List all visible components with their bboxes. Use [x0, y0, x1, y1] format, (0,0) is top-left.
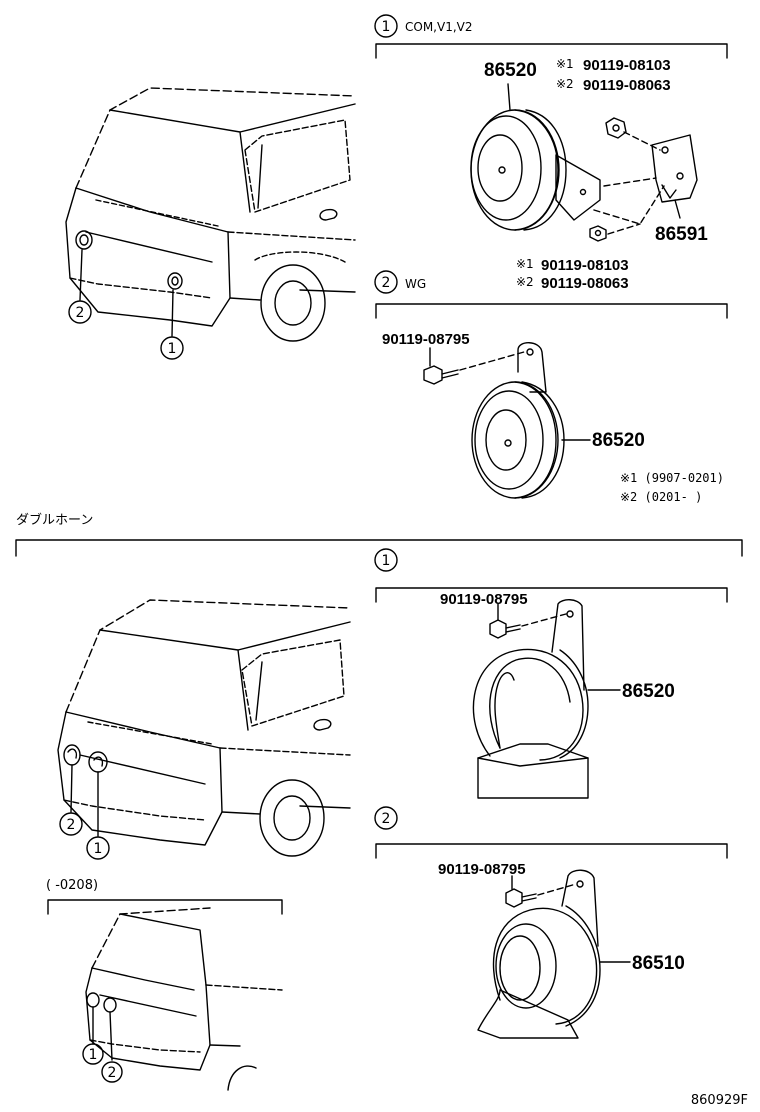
van-callout-1: 1: [168, 341, 177, 357]
variant-1-label: COM,V1,V2: [405, 20, 473, 34]
double-horn-bracket: [15, 539, 743, 557]
double-callout-2-number: 2: [382, 811, 391, 827]
callout-1-circle: [374, 14, 398, 38]
horn-86520-wg: [471, 342, 591, 499]
bolt-e-label: 90119-08795: [438, 861, 526, 878]
van-rear-view-top: [65, 87, 356, 342]
bolt-b2-label: 90119-08063: [541, 275, 629, 292]
double-van-callout-2-circle: [59, 812, 83, 836]
van-callout-2-circle: [68, 300, 92, 324]
bolt-b1-label: 90119-08103: [541, 257, 629, 274]
note-b1: ※1: [516, 257, 534, 271]
bolt-wg: [423, 347, 459, 385]
van-callout-1-circle: [160, 336, 184, 360]
bolt-double-1: [489, 603, 521, 639]
bolt-c-label: 90119-08795: [382, 331, 470, 348]
small-van-callout-2-circle: [101, 1061, 123, 1083]
double-variant-1-bracket: [375, 587, 728, 603]
nut-top: [605, 117, 627, 139]
drawing-code: 860929F: [691, 1093, 748, 1108]
horn-86520-snail: [472, 599, 621, 799]
small-van-callout-1-circle: [82, 1043, 104, 1065]
part-86520-wg-label: 86520: [592, 430, 645, 451]
callout-2-circle: [374, 270, 398, 294]
callout-1-number: 1: [382, 19, 391, 35]
small-van-callout-2: 2: [108, 1065, 117, 1081]
note-a2: ※2: [556, 77, 574, 91]
note-b2: ※2: [516, 275, 534, 289]
part-86520-snail-label: 86520: [622, 681, 675, 702]
van-rear-view-double: [57, 599, 351, 857]
footnote-1: ※1 (9907-0201): [620, 471, 724, 485]
horn-86510-snail: [477, 869, 631, 1039]
double-horn-heading: ダブルホーン: [16, 512, 93, 528]
variant-1-bracket: [375, 43, 728, 59]
variant-2-label: WG: [405, 277, 426, 291]
double-callout-2-circle: [374, 806, 398, 830]
horn-86520-disc: [470, 83, 601, 231]
double-van-callout-2: 2: [67, 817, 76, 833]
van-callout-2: 2: [76, 305, 85, 321]
double-van-callout-1-circle: [86, 836, 110, 860]
double-variant-2-bracket: [375, 843, 728, 859]
date-range-bracket: [47, 899, 283, 915]
small-van-callout-1: 1: [89, 1047, 98, 1063]
bolt-double-2: [505, 875, 537, 908]
callout-2-number: 2: [382, 275, 391, 291]
part-86591-label: 86591: [655, 224, 708, 245]
part-86520-label: 86520: [484, 60, 537, 81]
bolt-d-label: 90119-08795: [440, 591, 528, 608]
footnote-2: ※2 (0201- ): [620, 490, 702, 504]
bolt-a1-label: 90119-08103: [583, 57, 671, 74]
double-callout-1-number: 1: [382, 553, 391, 569]
van-rear-view-small: [85, 907, 283, 1091]
bolt-a2-label: 90119-08063: [583, 77, 671, 94]
double-callout-1-circle: [374, 548, 398, 572]
bracket-86591: [651, 134, 698, 219]
variant-2-bracket: [375, 303, 728, 319]
note-a1: ※1: [556, 57, 574, 71]
part-86510-label: 86510: [632, 953, 685, 974]
double-van-callout-1: 1: [94, 841, 103, 857]
nut-bottom: [589, 225, 607, 242]
date-range-label: ( -0208): [46, 878, 98, 893]
